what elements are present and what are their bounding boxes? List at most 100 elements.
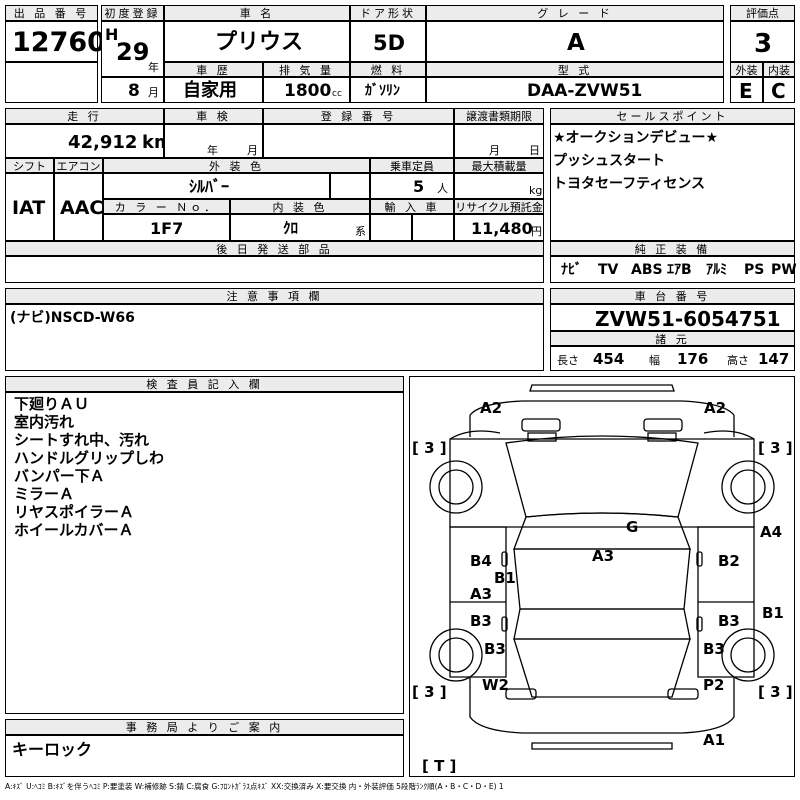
interior-value: C [771,79,786,103]
aircon-box: AAC [54,173,103,241]
damage-mark: P2 [703,676,725,694]
capacity-value: 5 [413,177,425,196]
tire-mark: [ T ] [422,757,457,775]
equipment-item: ABS [631,262,663,278]
inspector-line: リヤスポイラーＡ [14,503,135,521]
transfer-month-unit: 月 [489,144,500,157]
exterior-header: 外装 [730,62,763,77]
inspector-line: ホイールカバーＡ [14,521,134,539]
specs-header: 諸 元 [550,331,795,346]
history-value: 自家用 [183,80,237,101]
damage-mark: B1 [494,569,516,587]
int-color-unit: 系 [355,225,366,238]
notes-box: (ナビ)NSCD-W66 [5,304,544,371]
rim-score: [ 3 ] [412,683,447,701]
damage-mark: B1 [762,604,784,622]
damage-mark: A1 [703,731,726,749]
color-no-value: 1F7 [150,219,184,238]
int-color-header: 内 装 色 [230,199,370,214]
notes-text: (ナビ)NSCD-W66 [10,310,135,326]
fuel-box: ｶﾞｿﾘﾝ [350,77,426,103]
inspector-line: ミラーＡ [14,485,75,503]
doors-box: 5D [350,21,426,62]
inspector-line: 下廻りＡＵ [14,395,90,413]
era: H [105,25,119,44]
inspector-line: バンパー下Ａ [14,467,105,485]
history-header: 車 歴 [164,62,263,77]
later-parts-header: 後 日 発 送 部 品 [5,241,544,256]
damage-mark: B3 [718,612,740,630]
damage-mark: A2 [704,399,727,417]
interior-header: 内装 [763,62,795,77]
grade-value: A [567,30,585,56]
model-header: 型 式 [426,62,724,77]
mileage-box: 42,912 km [5,124,173,158]
displacement-header: 排 気 量 [263,62,350,77]
shift-header: シフト [5,158,54,173]
car-outline [429,384,775,750]
transfer-header: 譲渡書類期限 [454,108,544,124]
aircon-header: エアコン [54,158,103,173]
lot-box: 12760 [5,21,106,62]
equipment-item: PS [744,262,765,278]
mileage-header: 走 行 [5,108,164,124]
damage-mark: B3 [484,640,506,658]
displacement-value: 1800 [284,81,332,101]
chassis-header: 車 台 番 号 [550,288,795,304]
legend: A:ｷｽﾞ U:ﾍｺﾐ B:ｷｽﾞを伴うﾍｺﾐ P:要塗装 W:補修跡 S:錆 … [5,782,504,791]
score-box: 3 [730,21,795,62]
recycle-header: リサイクル預託金 [454,199,544,214]
model-value: DAA-ZVW51 [527,81,643,101]
sales-points-header: セールスポイント [550,108,795,124]
cc-unit: cc [332,89,342,99]
import-box-a [370,214,412,241]
chassis-value: ZVW51-6054751 [595,307,781,331]
office-header: 事 務 局 よ り ご 案 内 [5,719,404,735]
exterior-box: E [730,77,763,103]
office-text: キーロック [12,740,93,759]
rim-score: [ 3 ] [758,439,793,457]
shift-value: IAT [12,197,46,219]
import-box-b [412,214,454,241]
model-box: DAA-ZVW51 [426,77,724,103]
mileage-value: 42,912 [68,132,138,153]
year-unit: 年 [148,61,159,74]
fuel-header: 燃 料 [350,62,426,77]
recycle-unit: 円 [531,225,542,238]
inspector-box: 下廻りＡＵ 室内汚れ シートすれ中、汚れ ハンドルグリップしわ バンパー下Ａ ミ… [5,392,404,714]
max-load-box: kg [454,173,544,199]
car-diagram: A2 A2 A4 G A3 B4 B1 A3 B3 B2 B3 B1 B3 B3… [409,376,795,777]
length-value: 454 [593,350,625,368]
interior-box: C [763,77,795,103]
damage-mark: B2 [718,552,740,570]
rim-score: [ 3 ] [758,683,793,701]
max-load-header: 最大積載量 [454,158,544,173]
inspector-header: 検 査 員 記 入 欄 [5,376,404,392]
reg-month: 8 [128,81,140,101]
first-reg-month-box: 8 月 [101,77,164,103]
equipment-item: TV [598,262,619,278]
score-header: 評価点 [730,5,795,21]
reg-no-header: 登 録 番 号 [263,108,454,124]
inspector-line: シートすれ中、汚れ [14,431,150,449]
damage-mark: W2 [482,676,509,694]
int-color-value: ｸﾛ [283,219,299,237]
damage-mark: B3 [470,612,492,630]
equipment-item: ｴｱB [667,262,692,278]
shift-box: IAT [5,173,54,241]
office-box: キーロック [5,735,404,777]
length-label: 長さ [557,354,579,367]
damage-mark: A4 [760,523,783,541]
equipment-item: PW [771,262,797,278]
chassis-box: ZVW51-6054751 [550,304,795,331]
max-load-unit: kg [529,184,543,197]
damage-mark: B4 [470,552,492,570]
car-name-box: プリウス [164,21,350,62]
car-name: プリウス [215,30,304,55]
equipment-item: ﾅﾋﾞ [561,262,582,278]
lot-number: 12760 [12,27,106,58]
inspector-line: 室内汚れ [14,413,75,431]
rim-score: [ 3 ] [412,439,447,457]
body-color-header: 外 装 色 [103,158,370,173]
first-reg-year-box: H 29 年 [101,21,164,77]
